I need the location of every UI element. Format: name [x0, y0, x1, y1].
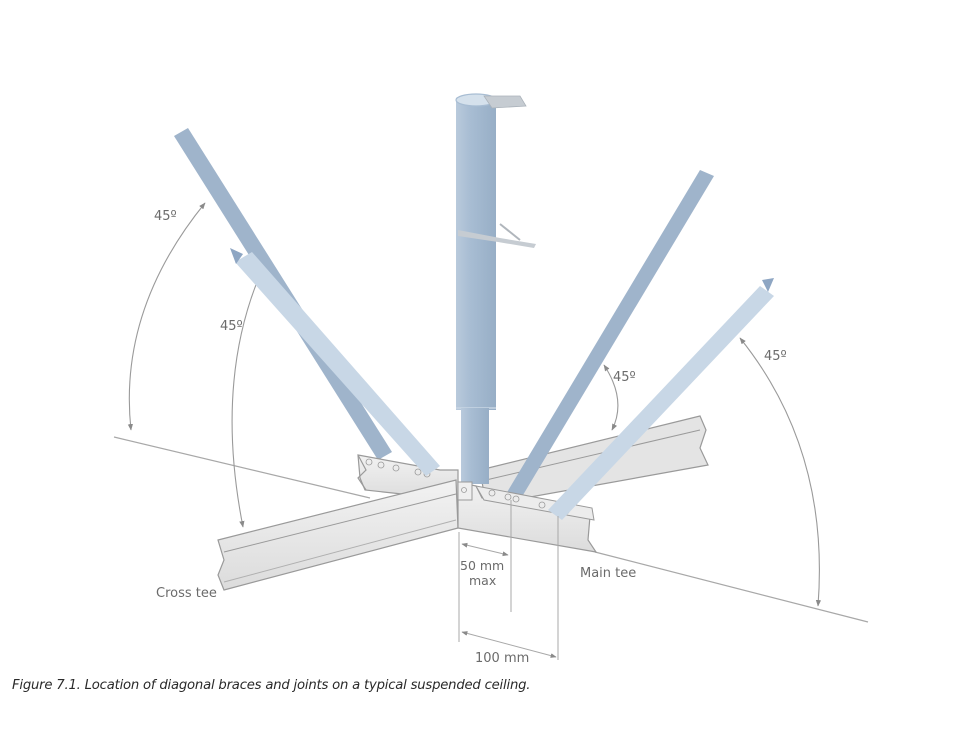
right-outer-brace	[548, 286, 774, 520]
vertical-strut	[455, 93, 536, 501]
angle-label-right-outer: 45º	[764, 349, 787, 364]
cross-tee-label: Cross tee	[156, 586, 217, 601]
dimension-max-label: max	[469, 573, 496, 588]
angle-label-left-outer: 45º	[154, 209, 177, 224]
dimension-100mm-label: 100 mm	[475, 651, 529, 666]
cross-tee-front	[217, 479, 459, 591]
angle-label-left-inner: 45º	[220, 319, 243, 334]
angle-label-right-inner: 45º	[613, 370, 636, 385]
dimension-lines	[458, 500, 559, 660]
angle-arcs	[127, 202, 822, 607]
right-inner-brace	[506, 170, 714, 500]
main-tee-label: Main tee	[580, 566, 636, 581]
dimension-50mm-label: 50 mm	[460, 558, 504, 573]
left-inner-brace	[235, 252, 440, 476]
figure-caption: Figure 7.1. Location of diagonal braces …	[12, 678, 531, 693]
